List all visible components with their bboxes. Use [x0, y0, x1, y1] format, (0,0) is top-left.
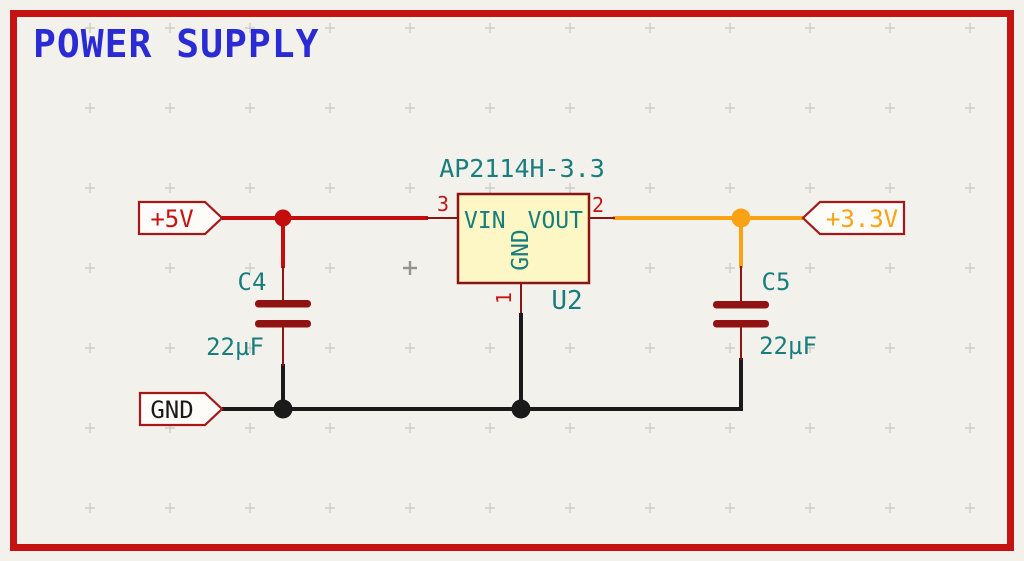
pin-name-vout: VOUT	[528, 208, 584, 234]
power-flag-3v3-outline	[801, 200, 906, 236]
pin-name-gnd: GND	[508, 229, 534, 271]
power-flag-gnd-label: GND	[150, 396, 193, 424]
c4-top-plate	[255, 300, 311, 308]
net-gnd-wires	[222, 313, 743, 411]
pin-number-3: 3	[437, 192, 449, 216]
c5-value-label: 22µF	[759, 332, 817, 360]
power-flag-gnd-outline	[138, 391, 224, 427]
power-flag-5v-outline	[137, 200, 224, 236]
c4-bottom-plate	[255, 320, 311, 328]
regulator-body	[456, 192, 591, 285]
power-flag-3v3: +3.3V	[801, 200, 906, 236]
junction-5v	[274, 209, 292, 227]
junction-gnd-c4	[273, 399, 293, 419]
capacitor-c4: C4 22µF	[206, 266, 311, 366]
c5-top-plate	[713, 301, 769, 309]
power-flag-5v-label: +5V	[150, 205, 193, 233]
regulator-reference-label: U2	[551, 286, 582, 316]
sheet-border	[10, 10, 1014, 551]
regulator-value-label: AP2114H-3.3	[439, 154, 605, 183]
junction-3v3	[731, 208, 751, 228]
power-flag-gnd: GND	[138, 391, 224, 427]
capacitor-c5: C5 22µF	[713, 266, 817, 360]
power-flag-3v3-label: +3.3V	[826, 205, 898, 233]
sheet-title: POWER SUPPLY	[33, 22, 320, 66]
net-5v-wires	[222, 216, 428, 268]
pin-number-1: 1	[492, 292, 516, 304]
pin-name-vin: VIN	[464, 208, 506, 234]
c4-value-label: 22µF	[206, 333, 264, 361]
origin-cross-icon	[403, 261, 417, 275]
regulator-u2: AP2114H-3.3 U2 VIN VOUT GND 3 2 1	[426, 154, 615, 316]
c4-reference-label: C4	[238, 268, 267, 296]
c5-bottom-plate	[713, 320, 769, 328]
power-flag-5v: +5V	[137, 200, 224, 236]
c5-reference-label: C5	[762, 268, 791, 296]
junction-gnd-u2	[511, 399, 531, 419]
pin-number-2: 2	[592, 193, 604, 217]
grid-crosses	[85, 23, 975, 513]
net-3v3-wires	[613, 216, 803, 268]
